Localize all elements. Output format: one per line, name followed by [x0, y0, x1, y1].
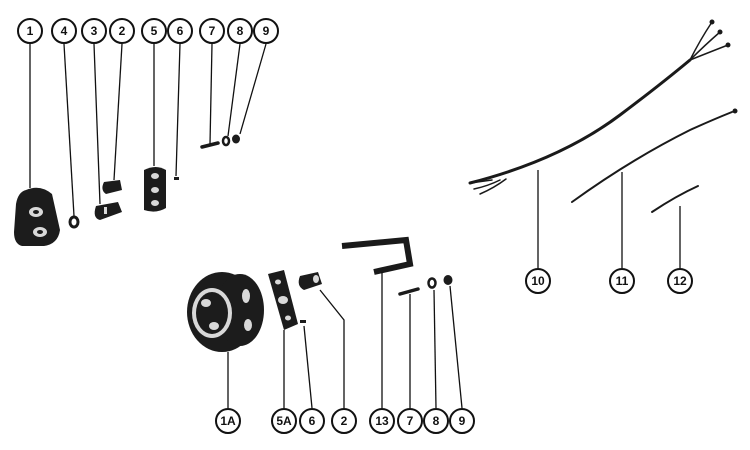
callout-13: 13 — [369, 408, 395, 434]
part-8-washer-lower — [427, 277, 437, 289]
part-9-nut-lower — [443, 275, 453, 285]
callout-1: 1 — [17, 18, 43, 44]
part-2-terminal-upper — [102, 180, 122, 194]
callout-5a: 5A — [271, 408, 297, 434]
callout-2-lower: 2 — [331, 408, 357, 434]
callout-5: 5 — [141, 18, 167, 44]
svg-text:10: 10 — [531, 274, 545, 288]
part-13-bracket — [341, 236, 414, 275]
svg-text:5A: 5A — [276, 414, 292, 428]
svg-text:8: 8 — [433, 414, 440, 428]
svg-text:5: 5 — [151, 24, 158, 38]
callout-6-upper: 6 — [167, 18, 193, 44]
part-10-wire-harness — [468, 19, 731, 195]
callout-6-lower: 6 — [299, 408, 325, 434]
callout-10: 10 — [525, 268, 551, 294]
callout-12: 12 — [667, 268, 693, 294]
part-5a-gasket — [268, 270, 298, 330]
svg-text:8: 8 — [237, 24, 244, 38]
part-12-wire — [651, 185, 699, 213]
svg-text:9: 9 — [263, 24, 270, 38]
callout-7-lower: 7 — [397, 408, 423, 434]
svg-text:9: 9 — [459, 414, 466, 428]
part-1a-round-housing — [187, 272, 264, 352]
part-7-screw-lower — [398, 287, 420, 296]
part-6-pin — [174, 177, 179, 180]
svg-text:2: 2 — [341, 414, 348, 428]
callout-7-upper: 7 — [199, 18, 225, 44]
callout-4: 4 — [51, 18, 77, 44]
part-11-wire — [571, 108, 738, 203]
svg-text:11: 11 — [616, 274, 629, 288]
svg-text:6: 6 — [309, 414, 316, 428]
svg-text:2: 2 — [119, 24, 126, 38]
part-8-washer — [221, 135, 231, 147]
svg-text:4: 4 — [61, 24, 68, 38]
part-5-grommet — [144, 167, 166, 212]
callout-9-upper: 9 — [253, 18, 279, 44]
callout-8-upper: 8 — [227, 18, 253, 44]
svg-text:12: 12 — [673, 274, 687, 288]
callout-2-upper: 2 — [109, 18, 135, 44]
leader-lines — [29, 43, 681, 409]
callout-3: 3 — [81, 18, 107, 44]
svg-text:6: 6 — [177, 24, 184, 38]
part-1-socket-housing — [14, 187, 60, 246]
part-9-nut — [232, 134, 240, 144]
svg-text:13: 13 — [375, 414, 389, 428]
svg-text:7: 7 — [209, 24, 216, 38]
svg-text:7: 7 — [407, 414, 414, 428]
svg-text:3: 3 — [91, 24, 98, 38]
part-2-terminal-lower — [298, 272, 322, 290]
svg-text:1: 1 — [27, 24, 34, 38]
part-4-o-ring — [68, 215, 80, 229]
callout-11: 11 — [609, 268, 635, 294]
part-3-terminal — [94, 202, 122, 220]
callout-9-lower: 9 — [449, 408, 475, 434]
svg-text:1A: 1A — [220, 414, 236, 428]
callout-8-lower: 8 — [423, 408, 449, 434]
part-6-pin-lower — [300, 320, 306, 323]
callout-1a: 1A — [215, 408, 241, 434]
part-7-screw — [200, 141, 220, 149]
